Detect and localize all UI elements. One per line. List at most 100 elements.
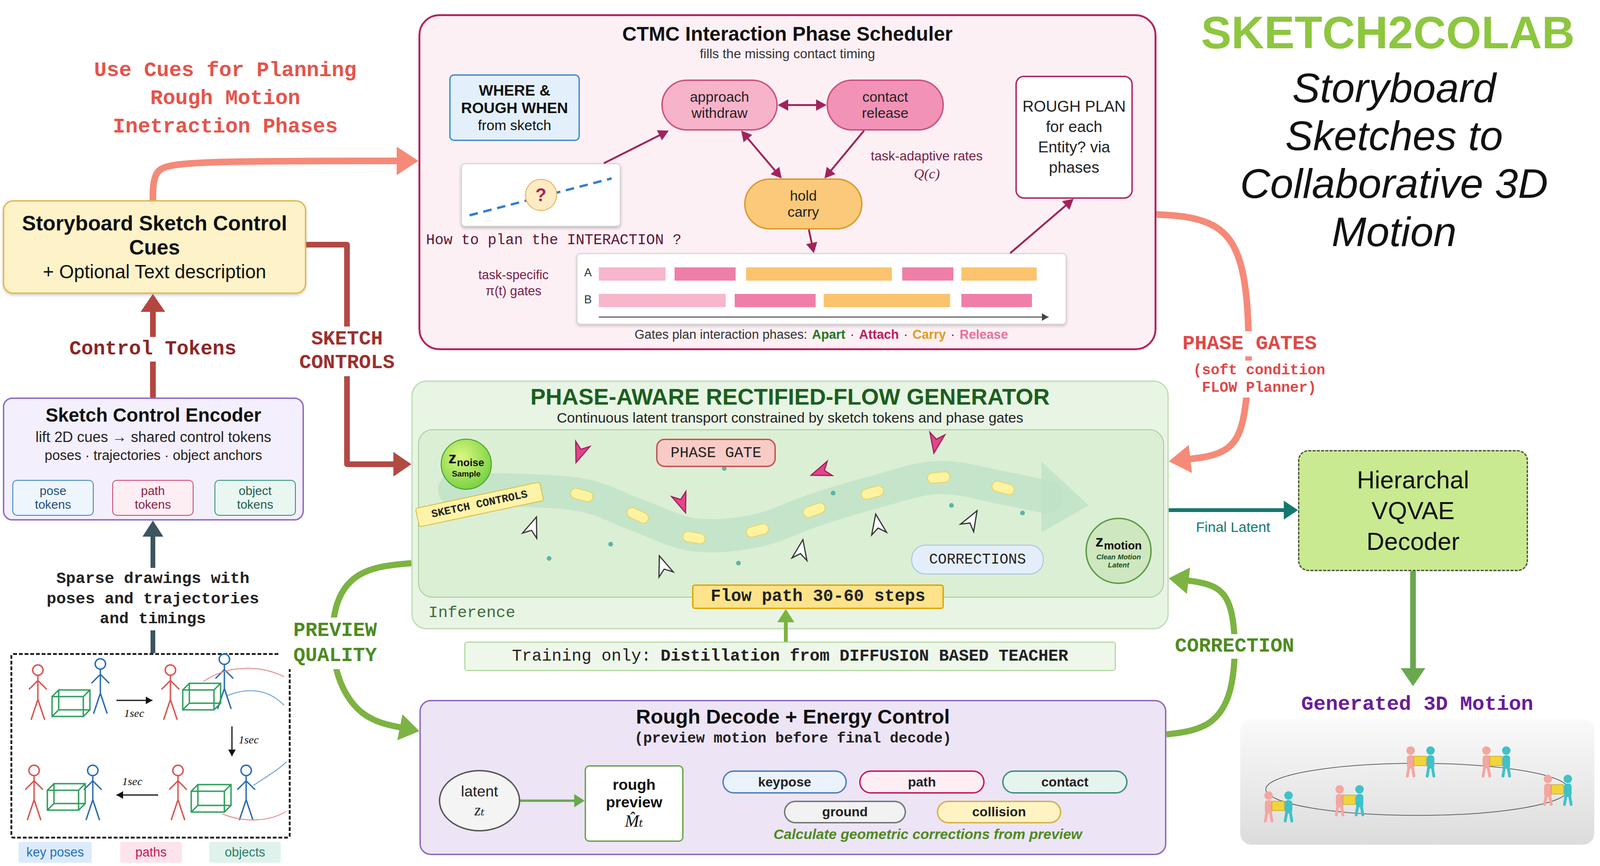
connector [604, 130, 669, 164]
edge-label: CORRECTION [1172, 634, 1298, 659]
text-group: fills the missing contact timing [699, 45, 875, 62]
connector-line [746, 136, 777, 172]
node-text: Rough Decode + Energy Control [636, 705, 951, 729]
text-group: zₜ [474, 800, 485, 820]
text-group: znoise [448, 449, 484, 466]
legend-word: Gates plan interaction phases: [634, 327, 808, 343]
gate-bar [674, 267, 736, 281]
character-figure [1502, 746, 1511, 777]
text-group: PHASE-AWARE RECTIFIED-FLOW GENERATOR [530, 384, 1050, 410]
node-text: ROUGH PLAN for each Entity? via phases [1021, 96, 1127, 178]
arrow-line [116, 794, 159, 797]
annotation: task-specific [478, 267, 550, 283]
node-text: SKETCH CONTROLS [430, 488, 529, 521]
node-text: Flow path 30-60 steps [710, 587, 926, 607]
latent-ellipse: latentzₜ [438, 770, 521, 832]
text-group: + Optional Text description [43, 259, 267, 283]
stick-figure [84, 765, 102, 820]
node-text: WHERE & ROUGH WHEN [454, 81, 575, 117]
gate-bar [746, 267, 892, 281]
text-group: path [907, 774, 936, 791]
latent-circle: zmotionClean Motion Latent [1085, 517, 1152, 585]
text-group: SKETCH CONTROLS [430, 488, 529, 521]
annotation: Q(c) [914, 165, 941, 182]
arrow-head [228, 749, 236, 757]
node-text: Inference [428, 604, 516, 623]
trajectory [253, 762, 287, 786]
node-text: CTMC Interaction Phase Scheduler [622, 22, 953, 46]
node-text: A [584, 266, 592, 280]
node-text: Sketch Control Encoder [45, 404, 262, 427]
gate-tag: PHASE GATE [656, 438, 776, 468]
output-panel: Generated 3D Motion [1240, 686, 1595, 845]
gate-bar [598, 267, 666, 281]
node-text: 1sec [122, 775, 143, 789]
legend-tag: paths [120, 842, 182, 863]
legend-word: · [850, 327, 855, 343]
text-group: Flow path 30-60 steps [710, 587, 926, 607]
flow-step [569, 487, 595, 504]
node-text: collision [972, 804, 1027, 820]
node-text: poses · trajectories · object anchors [44, 447, 262, 464]
arrow-head [142, 520, 164, 537]
trajectory [222, 811, 286, 821]
guidance-chevron [671, 491, 693, 516]
character-figure [1563, 774, 1573, 805]
legend-word: Carry [912, 327, 947, 343]
edge-label: Sparse drawings with poses and trajector… [36, 568, 270, 631]
node-text: contact release [840, 88, 931, 122]
text-group: Storyboard Sketch Control Cues [9, 211, 300, 260]
node-text: CORRECTIONS [929, 551, 1027, 569]
inner-region [418, 429, 1164, 598]
arrow-head [574, 794, 585, 808]
flow-dot [546, 556, 552, 561]
box-wireframe [191, 784, 232, 813]
edge-label: Final Latent [1193, 517, 1274, 537]
flow-dot [1020, 510, 1025, 516]
phase-state: contact release [826, 79, 944, 131]
guidance-chevron [960, 506, 984, 532]
text-group: pose tokens [26, 484, 80, 512]
text-group: objects [224, 845, 266, 861]
stick-figure [237, 765, 255, 820]
text-group: approach withdraw [675, 88, 765, 122]
character-figure [1482, 746, 1491, 777]
legend-word: Release [959, 327, 1008, 343]
text-group: paths [135, 845, 167, 861]
node-text: + Optional Text description [43, 261, 267, 283]
flow-band [454, 477, 1047, 536]
connector [741, 130, 783, 179]
legend-tag: objects [209, 842, 281, 863]
flow-dot [830, 490, 836, 496]
node-text: 1sec [238, 733, 259, 747]
connector [824, 130, 865, 179]
node-text: M̂ₜ [624, 811, 644, 832]
guidance-chevron [652, 553, 674, 578]
legend-word: · [903, 327, 908, 343]
flow-step [625, 506, 651, 525]
node-text: contact [1041, 774, 1089, 791]
arrow-head [1061, 198, 1074, 210]
node-text: motion [1103, 540, 1142, 552]
arrow-head [816, 99, 827, 111]
connector-line [808, 229, 813, 246]
text-group: path tokens [126, 484, 179, 512]
step-box: Flow path 30-60 steps [692, 584, 944, 610]
flow-head [1041, 461, 1089, 533]
arrow-head [1041, 313, 1049, 321]
node-text: fills the missing contact timing [699, 46, 875, 62]
node-text: Calculate geometric corrections from pre… [710, 826, 1146, 843]
arrow-head [1168, 567, 1191, 595]
dashed-path [469, 178, 612, 216]
energy-pill: path [859, 770, 985, 794]
guidance-chevron [791, 538, 811, 561]
correction-tag: CORRECTIONS [911, 544, 1044, 575]
text-group: Hierarchal VQVAE Decoder [1337, 464, 1489, 558]
character-figure [1406, 746, 1415, 777]
sketch-card: ? [461, 163, 621, 227]
edge-label: PREVIEW QUALITY [280, 617, 391, 670]
flow-dot [608, 542, 614, 547]
text-group: latent [461, 782, 498, 801]
legend-word: · [950, 327, 955, 343]
stick-figure [29, 665, 47, 720]
